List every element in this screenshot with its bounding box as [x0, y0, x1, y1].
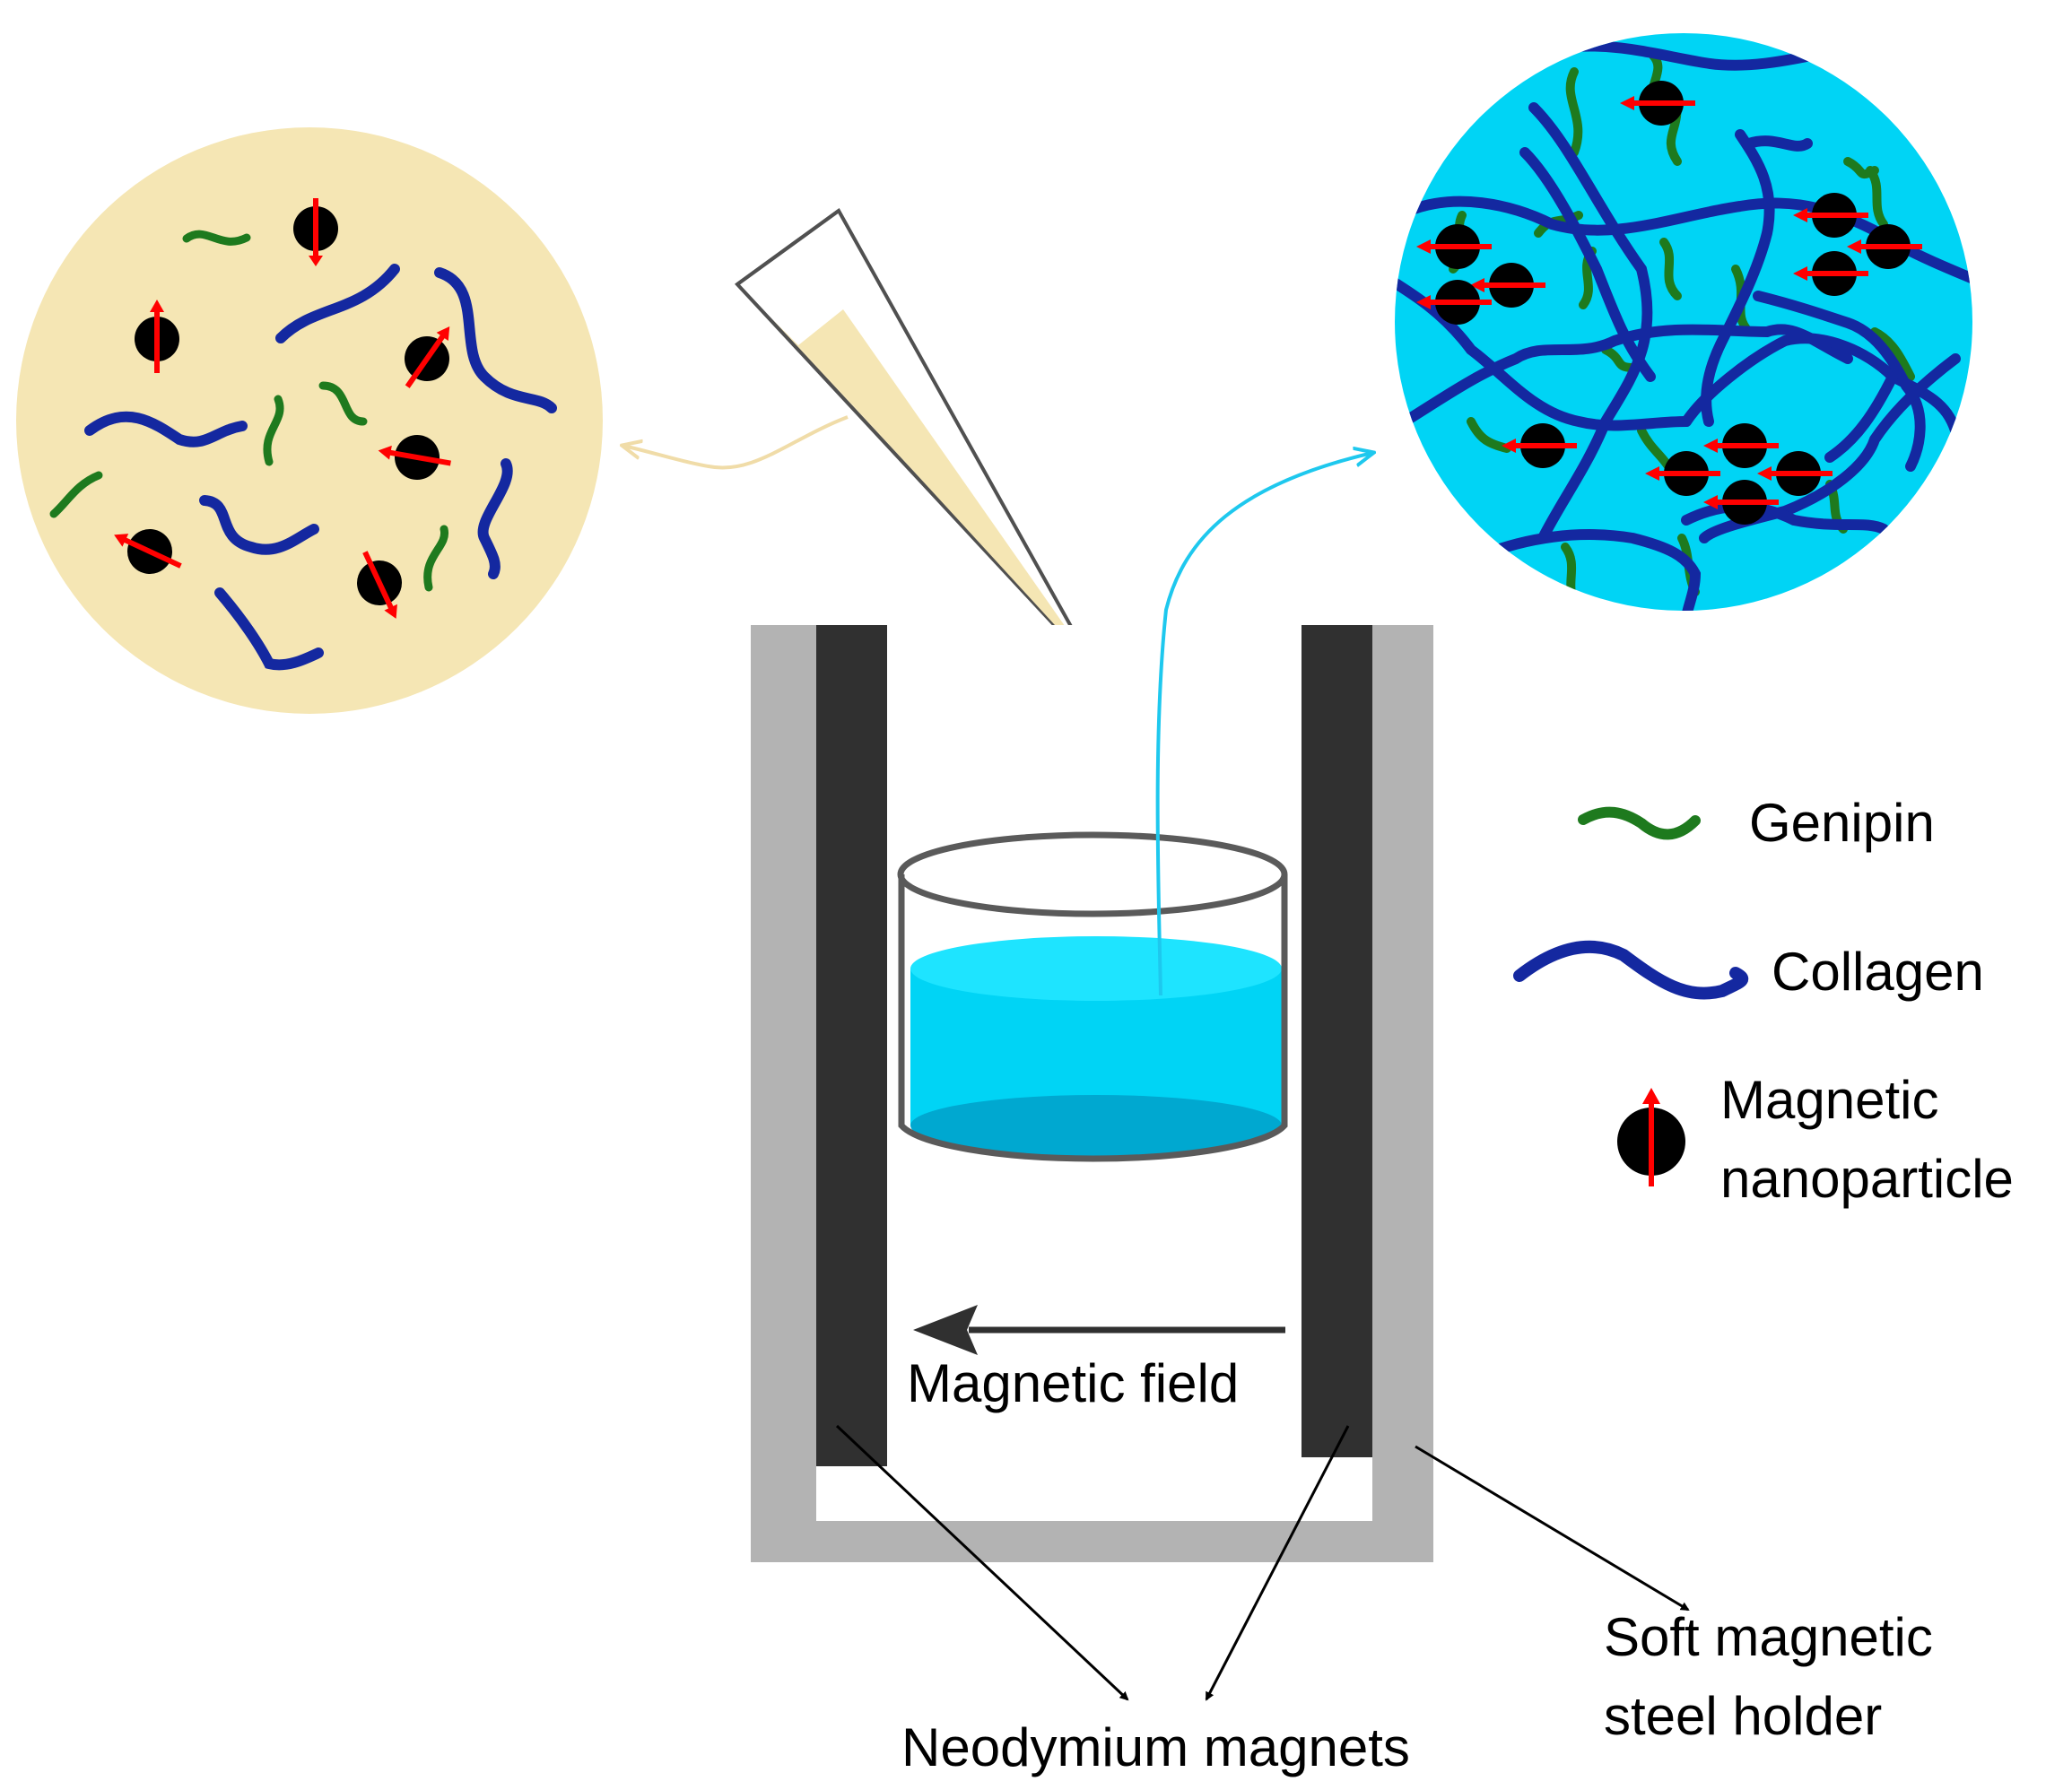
label-pointer-arrows — [835, 1424, 1690, 1701]
collagen-legend-swatch — [1513, 940, 1749, 1000]
pre-mix-zoom-circle — [16, 127, 603, 714]
steel-holder-label-line2: steel holder — [1604, 1686, 1882, 1746]
genipin-legend-label: Genipin — [1749, 793, 1935, 853]
collagen-legend-label: Collagen — [1772, 942, 1984, 1002]
steel-holder-label-line1: Soft magnetic — [1604, 1607, 1933, 1667]
genipin-molecules — [49, 230, 449, 592]
neodymium-magnet-left — [816, 625, 887, 1466]
neodymium-magnets-label: Neodymium magnets — [901, 1717, 1410, 1777]
magnetic-nanoparticles-random — [114, 198, 451, 619]
aligned-gel-zoom-circle — [1395, 33, 1972, 611]
magnetic-field-label: Magnetic field — [907, 1353, 1239, 1413]
collagen-fibers — [84, 264, 557, 671]
magnetic-field-arrow — [913, 1305, 1285, 1355]
beaker — [897, 831, 1288, 1162]
pre-mix-zoom-arrow — [623, 415, 849, 470]
nanoparticle-legend-label-line1: Magnetic — [1720, 1070, 1938, 1130]
genipin-legend-swatch — [1578, 806, 1701, 840]
legend: Genipin Collagen Magnetic nanoparticle — [1513, 793, 2014, 1209]
aligned-gel-zoom-arrow — [1155, 453, 1372, 996]
nanoparticle-legend-label-line2: nanoparticle — [1720, 1149, 2014, 1209]
neodymium-magnet-right — [1302, 625, 1372, 1457]
magnetic-nanoparticles-aligned — [1416, 81, 1922, 525]
nanoparticle-legend-icon — [1617, 1088, 1685, 1186]
pipette-tip — [734, 208, 1096, 670]
